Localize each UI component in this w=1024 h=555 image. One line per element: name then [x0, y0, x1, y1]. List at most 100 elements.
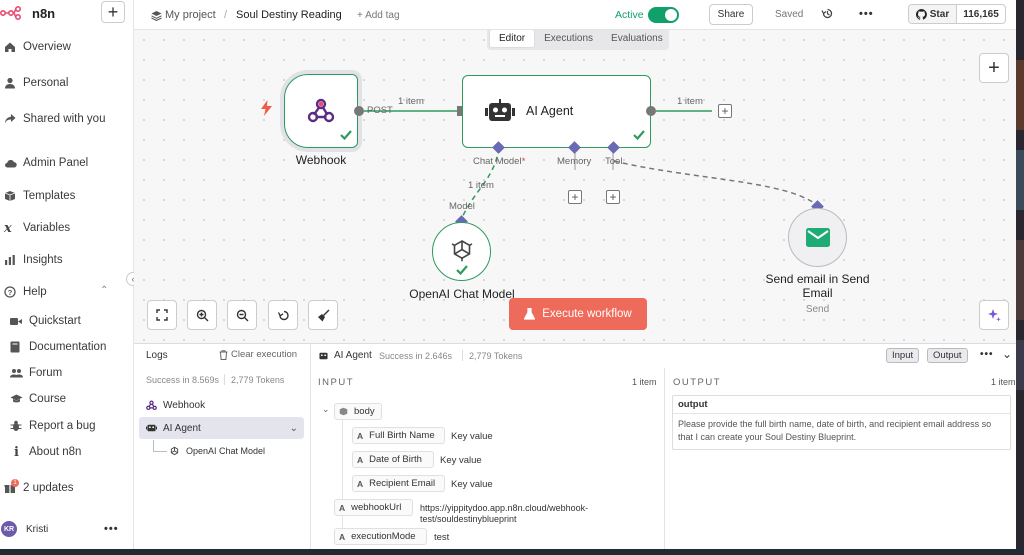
sidebar-item-about[interactable]: i About n8n: [0, 442, 134, 462]
input-count: 1 item: [632, 377, 657, 387]
webhook-node-label: Webhook: [295, 153, 347, 167]
sidebar-item-documentation[interactable]: Documentation: [0, 337, 134, 357]
sidebar-item-insights[interactable]: Insights: [0, 250, 134, 270]
agent-output-port[interactable]: [646, 106, 656, 116]
webhook-output-port[interactable]: [354, 106, 364, 116]
agent-input-port[interactable]: [457, 106, 463, 116]
plus-icon: +: [988, 56, 1000, 79]
reset-zoom-button[interactable]: [268, 300, 298, 330]
sidebar-item-templates[interactable]: Templates: [0, 186, 134, 206]
sidebar-item-personal[interactable]: Personal: [0, 73, 134, 93]
zoom-out-button[interactable]: [227, 300, 257, 330]
box-icon: [339, 407, 348, 416]
saved-status: Saved: [775, 9, 804, 20]
chevron-down-icon[interactable]: ⌄: [289, 422, 298, 434]
sidebar-item-updates[interactable]: 1 2 updates: [0, 478, 134, 498]
history-icon[interactable]: [821, 7, 834, 23]
input-toggle-button[interactable]: Input: [886, 348, 920, 363]
sidebar-item-help[interactable]: ? Help: [0, 282, 134, 302]
output-cell[interactable]: Please provide the full birth name, date…: [678, 419, 992, 442]
sidebar-item-variables[interactable]: x Variables: [0, 218, 134, 238]
fit-view-button[interactable]: [147, 300, 177, 330]
sidebar-item-label: Documentation: [29, 341, 107, 353]
breadcrumb-separator: /: [224, 9, 228, 21]
user-more-button[interactable]: •••: [104, 523, 119, 535]
detail-more-button[interactable]: •••: [980, 349, 994, 360]
field-name: body: [354, 406, 375, 417]
field-value: Key value: [440, 455, 482, 466]
execute-workflow-button[interactable]: Execute workflow: [509, 298, 647, 330]
tab-executions[interactable]: Executions: [544, 33, 594, 44]
chevron-down-icon[interactable]: ⌄: [322, 404, 330, 414]
github-star-button[interactable]: Star 116,165: [908, 4, 1006, 24]
ai-agent-node[interactable]: AI Agent: [462, 75, 651, 148]
chevron-up-icon[interactable]: ⌃: [100, 285, 109, 296]
workflow-name[interactable]: Soul Destiny Reading: [236, 9, 342, 21]
chevron-down-icon[interactable]: ⌄: [1002, 347, 1013, 361]
send-email-node-label: Send email in Send Email: [765, 272, 870, 300]
sidebar-item-report-bug[interactable]: Report a bug: [0, 416, 134, 436]
book-icon: [6, 341, 26, 353]
text-type-icon: A: [339, 502, 346, 513]
sidebar-item-overview[interactable]: Overview: [0, 37, 134, 57]
fit-view-icon: [156, 309, 168, 321]
ai-assistant-button[interactable]: [979, 300, 1009, 330]
sidebar-item-course[interactable]: Course: [0, 389, 134, 409]
sparkle-icon: [987, 308, 1001, 322]
zoom-in-button[interactable]: [187, 300, 217, 330]
breadcrumb-project[interactable]: My project: [151, 9, 216, 21]
sidebar-item-shared[interactable]: Shared with you: [0, 109, 134, 129]
log-entry-openai[interactable]: OpenAI Chat Model: [169, 442, 265, 460]
text-type-icon: A: [357, 430, 364, 441]
brand[interactable]: n8n: [0, 0, 55, 26]
sidebar-item-quickstart[interactable]: Quickstart: [0, 311, 134, 331]
log-entry-webhook[interactable]: Webhook: [139, 395, 304, 415]
openai-chat-model-node[interactable]: [432, 222, 491, 281]
add-memory-button[interactable]: +: [568, 190, 582, 204]
log-entry-ai-agent[interactable]: AI Agent ⌄: [139, 417, 304, 439]
tidy-up-button[interactable]: [308, 300, 338, 330]
users-icon: [6, 368, 26, 378]
home-icon: [0, 41, 20, 53]
workflow-canvas[interactable]: Editor Executions Evaluations POST 1 ite…: [134, 30, 1016, 343]
trigger-bolt-icon: [261, 100, 272, 119]
clear-execution-button[interactable]: Clear execution: [219, 349, 297, 360]
add-node-button[interactable]: +: [979, 53, 1009, 83]
share-button[interactable]: Share: [709, 4, 753, 25]
add-tool-button[interactable]: +: [606, 190, 620, 204]
sidebar-item-forum[interactable]: Forum: [0, 363, 134, 383]
active-toggle[interactable]: [648, 7, 679, 23]
tab-evaluations[interactable]: Evaluations: [611, 33, 663, 44]
n8n-logo-icon: [0, 6, 21, 20]
create-button[interactable]: +: [101, 1, 125, 23]
text-type-icon: A: [339, 531, 346, 542]
email-icon: [806, 228, 830, 247]
more-button[interactable]: •••: [859, 8, 874, 20]
sidebar-item-label: Shared with you: [23, 113, 106, 125]
text-type-icon: A: [357, 454, 364, 465]
sidebar-item-admin-panel[interactable]: Admin Panel: [0, 153, 134, 173]
agent-add-next-button[interactable]: +: [718, 104, 732, 118]
user-menu[interactable]: KR Kristi •••: [0, 517, 134, 541]
robot-icon: [319, 352, 328, 359]
webhook-url-value: https://yippitydoo.app.n8n.cloud/webhook…: [420, 503, 589, 524]
share-icon: [0, 113, 20, 125]
field-name: Recipient Email: [369, 478, 436, 489]
logs-summary-status: Success in 8.569s: [146, 375, 220, 385]
tab-editor[interactable]: Editor: [489, 30, 536, 48]
openai-icon: [170, 446, 179, 455]
sidebar-item-label: Insights: [23, 254, 63, 266]
send-email-node[interactable]: [788, 208, 847, 267]
webhook-node[interactable]: [284, 74, 358, 148]
divider: [224, 374, 225, 385]
user-icon: [0, 77, 20, 89]
body-field[interactable]: body: [334, 403, 382, 420]
add-tag-button[interactable]: + Add tag: [357, 10, 400, 21]
output-toggle-button[interactable]: Output: [927, 348, 968, 363]
sidebar-item-label: Course: [29, 393, 67, 405]
